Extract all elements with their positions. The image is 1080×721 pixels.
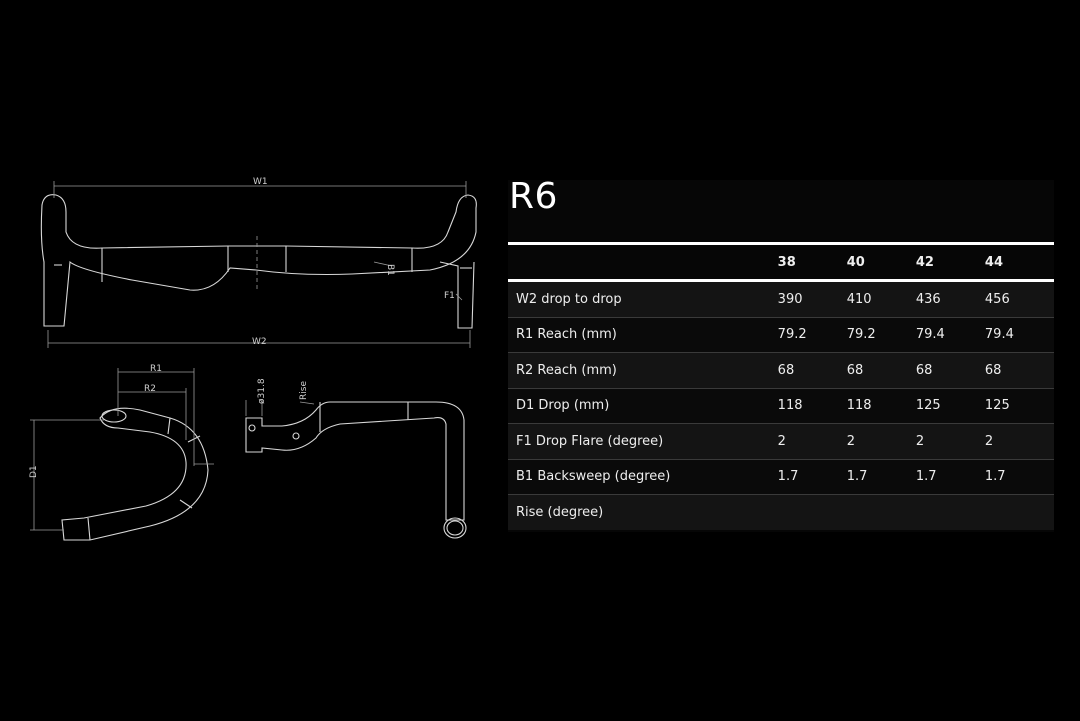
cell-value: [915, 494, 985, 530]
cell-value: 390: [777, 280, 847, 318]
table-header-row: 38 40 42 44: [508, 243, 1054, 282]
cell-value: 436: [915, 280, 985, 318]
cell-value: [777, 494, 847, 530]
table-row: F1 Drop Flare (degree) 2 2 2 2: [508, 423, 1054, 460]
table-row: R1 Reach (mm) 79.2 79.2 79.4 79.4: [508, 317, 1054, 353]
cell-value: 118: [777, 388, 847, 424]
w1-label: W1: [253, 177, 268, 187]
table-row: R2 Reach (mm) 68 68 68 68: [508, 352, 1054, 389]
table-row: Rise (degree): [508, 494, 1054, 530]
model-title: R6: [509, 176, 558, 217]
cell-value: [846, 494, 916, 530]
header-size-42: 42: [915, 243, 985, 282]
cell-value: 1.7: [846, 459, 916, 495]
cell-value: 410: [846, 280, 916, 318]
cell-value: [984, 494, 1054, 530]
header-label-cell: [508, 243, 778, 282]
table-row: B1 Backsweep (degree) 1.7 1.7 1.7 1.7: [508, 459, 1054, 495]
cell-value: 79.4: [915, 317, 985, 353]
header-size-40: 40: [846, 243, 916, 282]
cell-value: 68: [846, 352, 916, 389]
d1-label: D1: [29, 465, 39, 478]
rise-label: Rise: [299, 381, 309, 400]
cell-value: 2: [777, 423, 847, 460]
cell-value: 79.2: [777, 317, 847, 353]
geometry-table: 38 40 42 44 W2 drop to drop 390 410 436 …: [508, 242, 1054, 530]
front-view-dimensions: [47, 181, 471, 348]
cell-value: 68: [984, 352, 1054, 389]
top-view: [245, 401, 467, 539]
r2-label: R2: [144, 384, 156, 394]
cell-value: 2: [984, 423, 1054, 460]
header-size-38: 38: [777, 243, 847, 282]
handlebar-technical-drawing: W1 W2 B1 F1 R1 R2 D1 ø31.8 Rise: [29, 177, 477, 541]
table-row: W2 drop to drop 390 410 436 456: [508, 280, 1054, 318]
row-label: R1 Reach (mm): [508, 317, 778, 353]
cell-value: 1.7: [777, 459, 847, 495]
w2-label: W2: [252, 337, 267, 347]
cell-value: 79.4: [984, 317, 1054, 353]
row-label: B1 Backsweep (degree): [508, 459, 778, 495]
cell-value: 1.7: [915, 459, 985, 495]
cell-value: 125: [984, 388, 1054, 424]
cell-value: 2: [915, 423, 985, 460]
cell-value: 79.2: [846, 317, 916, 353]
b1-label: B1: [385, 264, 395, 276]
cell-value: 118: [846, 388, 916, 424]
table-row: D1 Drop (mm) 118 118 125 125: [508, 388, 1054, 424]
cell-value: 456: [984, 280, 1054, 318]
row-label: R2 Reach (mm): [508, 352, 778, 389]
f1-label: F1: [444, 291, 455, 301]
row-label: D1 Drop (mm): [508, 388, 778, 424]
clamp-diameter-label: ø31.8: [257, 378, 267, 404]
top-view-dimensions: [245, 400, 315, 416]
cell-value: 1.7: [984, 459, 1054, 495]
cell-value: 125: [915, 388, 985, 424]
front-view: [40, 194, 477, 329]
side-view-dimensions: [30, 368, 214, 531]
row-label: F1 Drop Flare (degree): [508, 423, 778, 460]
row-label: Rise (degree): [508, 494, 778, 530]
cell-value: 68: [777, 352, 847, 389]
header-size-44: 44: [984, 243, 1054, 282]
cell-value: 68: [915, 352, 985, 389]
cell-value: 2: [846, 423, 916, 460]
r1-label: R1: [150, 364, 162, 374]
row-label: W2 drop to drop: [508, 280, 778, 318]
